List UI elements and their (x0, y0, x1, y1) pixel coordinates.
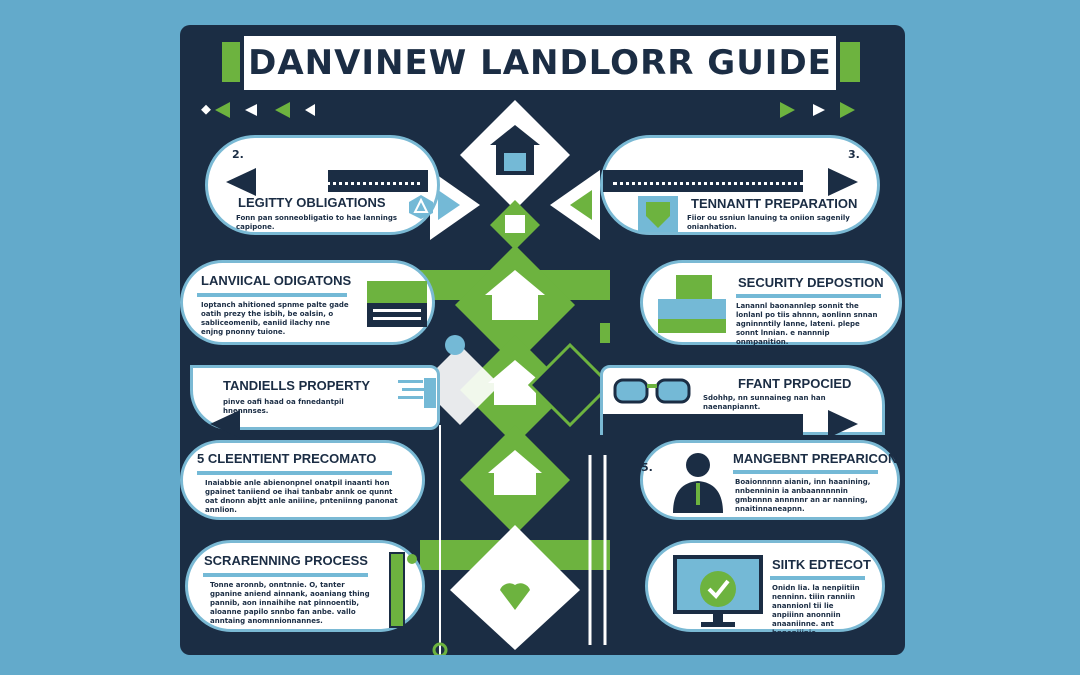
card-text: pinve oafi haad oa fnnedantpil hnennnses… (223, 398, 344, 415)
arrow-decoration-row (201, 102, 855, 118)
card-text: Fiior ou ssniun lanuing ta oniion sageni… (687, 214, 850, 231)
step-number: 3. (848, 148, 860, 161)
checkbox-icon (600, 323, 610, 343)
card-heading: TANDIELLS PROPERTY (223, 378, 371, 393)
arrow-right-icon (828, 410, 858, 438)
dollar-icon (445, 335, 465, 355)
arrow-right-icon (828, 168, 858, 196)
house-icon (485, 270, 545, 320)
card-text: Inaiabbie anle abienonpnel onatpil inaan… (205, 479, 398, 514)
step-number: 5. (641, 461, 653, 474)
monitor-check-icon (673, 555, 763, 627)
shield-heart-icon (638, 196, 678, 232)
glasses-icon (613, 378, 691, 404)
house-icon (488, 450, 542, 495)
document-card-icon (367, 281, 427, 327)
checklist-icon (389, 552, 417, 628)
warning-triangle-icon (409, 195, 433, 219)
card-text: Onidn lia. la nenpiitiin nenninn. tiiin … (772, 584, 860, 637)
documents-icon (658, 275, 726, 333)
arrow-left-icon (226, 168, 256, 196)
title-banner: DANVINEW LANDLORR GUIDE (240, 32, 840, 94)
card-tenant-preparation: 3. TENNANTT PREPARATION Fiior ou ssniun … (600, 135, 880, 235)
card-heading: MANGEBNT PREPARICON (733, 451, 898, 466)
card-tenant-property: TANDIELLS PROPERTY pinve oafi haad oa fn… (190, 365, 440, 430)
card-client-procedure: 5 CLEENTIENT PRECOMATO Inaiabbie anle ab… (180, 440, 425, 520)
card-screening-process: SCRARENNING PROCESS Tonne aronnb, onntnn… (185, 540, 425, 632)
card-landlord-obligations: LANVIICAL ODIGATONS Ioptanch ahitioned s… (180, 260, 435, 345)
card-legality-obligations: 2. LEGITTY OBLIGATIONS Fonn pan sonneobl… (205, 135, 440, 235)
card-heading: SIITK EDTECOT (772, 557, 871, 572)
arrow-left-icon (210, 410, 240, 438)
list-document-icon (398, 378, 436, 408)
house-icon (490, 125, 540, 175)
card-security-deposit: SECURITY DEPOSTION Lanannl baonannlep so… (640, 260, 902, 346)
grid-icon (505, 215, 525, 233)
card-text: Fonn pan sonneobligatio to hae lannings … (236, 214, 398, 231)
house-icon (488, 360, 542, 405)
person-icon (673, 453, 723, 513)
card-text: Ioptanch ahitioned spnme palte gade oati… (201, 301, 349, 336)
card-text: Boaionnnnn aianin, inn haanining, nnbenn… (735, 478, 871, 513)
card-heading: LANVIICAL ODIGATONS (201, 273, 352, 288)
card-heading: SECURITY DEPOSTION (738, 275, 884, 290)
center-diamond-column (420, 100, 610, 655)
card-site-detect: SIITK EDTECOT Onidn lia. la nenpiitiin n… (645, 540, 885, 637)
step-number: 2. (232, 148, 244, 161)
heart-icon (500, 583, 530, 610)
card-heading: 5 CLEENTIENT PRECOMATO (197, 451, 377, 466)
card-heading: LEGITTY OBLIGATIONS (238, 195, 386, 210)
card-management-preparation: 5. MANGEBNT PREPARICON Boaionnnnn aianin… (640, 440, 900, 520)
card-text: Lanannl baonannlep sonnit the lonlanl po… (736, 302, 878, 346)
card-tenant-procedure: FFANT PRPOCIED Sdohhp, nn sunnaineg nan … (600, 365, 885, 438)
card-text: Tonne aronnb, onntnnie. O, tanter gpanin… (210, 581, 370, 625)
card-heading: SCRARENNING PROCESS (204, 553, 368, 568)
card-heading: FFANT PRPOCIED (738, 376, 852, 391)
page-title: DANVINEW LANDLORR GUIDE (248, 43, 832, 83)
card-heading: TENNANTT PREPARATION (691, 196, 858, 211)
card-text: Sdohhp, nn sunnaineg nan han naenanpiann… (703, 394, 826, 411)
